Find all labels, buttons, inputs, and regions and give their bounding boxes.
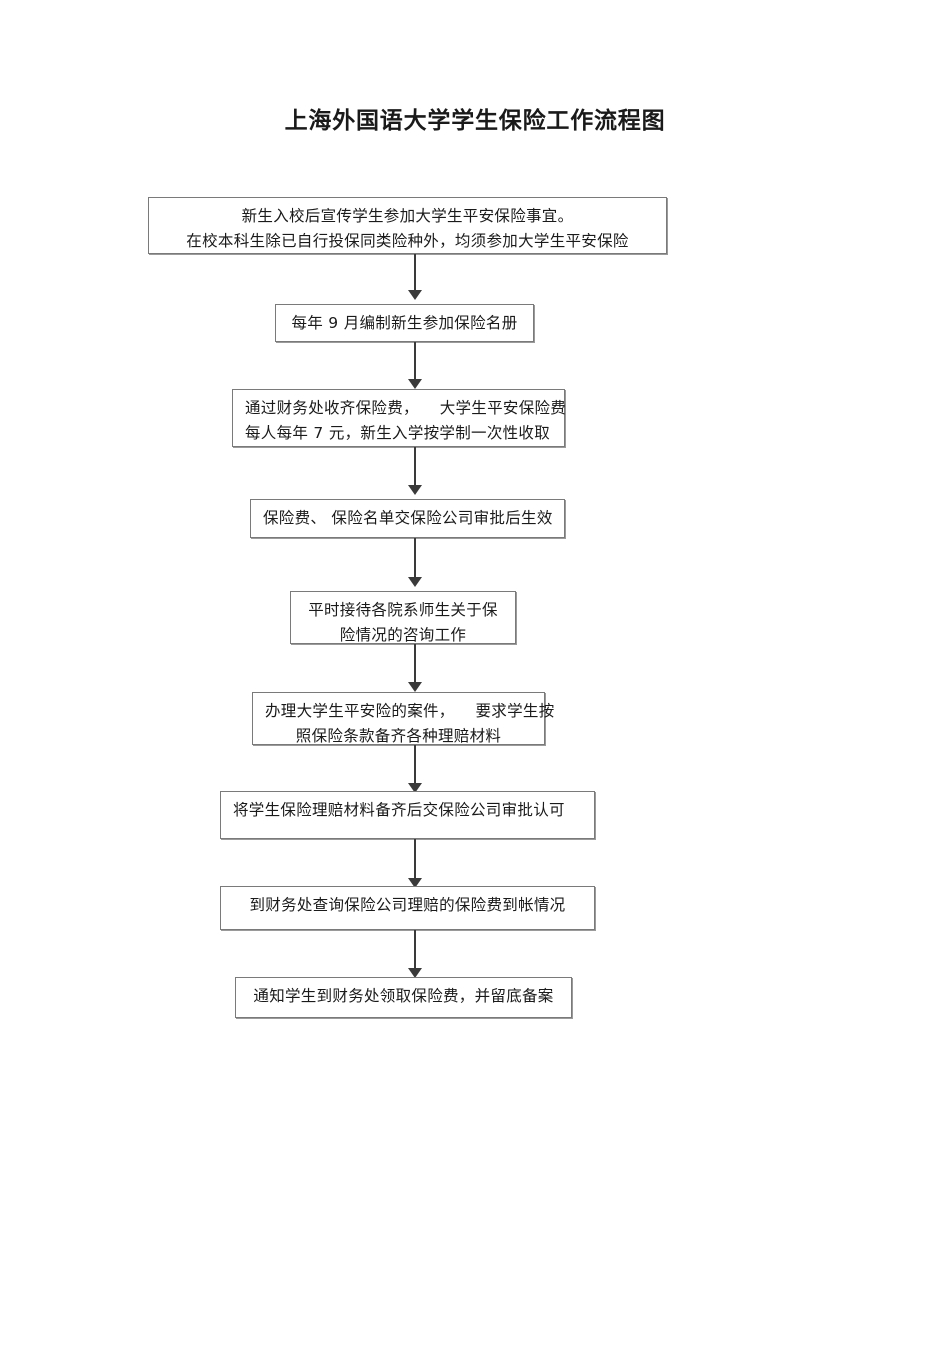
connector-step-5-to-step-6 — [414, 644, 416, 687]
connector-step-7-to-step-8 — [414, 839, 416, 884]
arrowhead-down-icon-4 — [408, 577, 422, 587]
connector-step-6-to-step-7 — [414, 745, 416, 789]
arrowhead-down-icon-1 — [408, 290, 422, 300]
flow-node-step-6-line-1: 办理大学生平安险的案件， 要求学生按 — [265, 702, 555, 720]
flow-node-step-1-line-1: 新生入校后宣传学生参加大学生平安保险事宜。 — [241, 207, 574, 225]
flow-node-step-3: 通过财务处收齐保险费， 大学生平安保险费 每人每年 7 元，新生入学按学制一次性… — [232, 389, 567, 447]
flow-node-step-6-line-2: 照保险条款备齐各种理赔材料 — [295, 727, 502, 745]
flow-node-step-3-line-1: 通过财务处收齐保险费， 大学生平安保险费 — [245, 399, 567, 417]
flow-node-step-7: 将学生保险理赔材料备齐后交保险公司审批认可 — [220, 791, 595, 839]
flow-node-step-8-line-1: 到财务处查询保险公司理赔的保险费到帐情况 — [249, 896, 566, 914]
connector-step-2-to-step-3 — [414, 342, 416, 384]
arrowhead-down-icon-2 — [408, 379, 422, 389]
flow-node-step-9-line-1: 通知学生到财务处领取保险费，并留底备案 — [253, 987, 554, 1005]
flow-node-step-6: 办理大学生平安险的案件， 要求学生按 照保险条款备齐各种理赔材料 — [252, 692, 555, 745]
arrowhead-down-icon-8 — [408, 968, 422, 978]
flow-node-step-1-line-2: 在校本科生除已自行投保同类险种外，均须参加大学生平安保险 — [186, 232, 629, 250]
arrowhead-down-icon-7 — [408, 878, 422, 888]
arrowhead-down-icon-6 — [408, 783, 422, 793]
flow-node-step-8: 到财务处查询保险公司理赔的保险费到帐情况 — [220, 886, 595, 930]
connector-step-1-to-step-2 — [414, 254, 416, 294]
connector-step-8-to-step-9 — [414, 930, 416, 974]
flow-node-step-9: 通知学生到财务处领取保险费，并留底备案 — [235, 977, 572, 1018]
flow-node-step-4-line-1: 保险费、 保险名单交保险公司审批后生效 — [263, 509, 553, 527]
page-title: 上海外国语大学学生保险工作流程图 — [284, 108, 666, 134]
connector-step-3-to-step-4 — [414, 447, 416, 490]
flow-node-step-7-line-1: 将学生保险理赔材料备齐后交保险公司审批认可 — [233, 801, 565, 819]
arrowhead-down-icon-3 — [408, 485, 422, 495]
connector-step-4-to-step-5 — [414, 538, 416, 582]
flow-node-step-2-line-1: 每年 9 月编制新生参加保险名册 — [291, 314, 518, 332]
flow-node-step-5-line-2: 险情况的咨询工作 — [339, 626, 467, 644]
flow-node-step-5-line-1: 平时接待各院系师生关于保 — [308, 601, 498, 619]
arrowhead-down-icon-5 — [408, 682, 422, 692]
flow-node-step-3-line-2: 每人每年 7 元，新生入学按学制一次性收取 — [245, 424, 551, 442]
flow-node-step-4: 保险费、 保险名单交保险公司审批后生效 — [250, 499, 565, 538]
flow-node-step-1: 新生入校后宣传学生参加大学生平安保险事宜。 在校本科生除已自行投保同类险种外，均… — [148, 197, 667, 254]
flow-node-step-2: 每年 9 月编制新生参加保险名册 — [275, 304, 534, 342]
flow-node-step-5: 平时接待各院系师生关于保 险情况的咨询工作 — [290, 591, 516, 644]
